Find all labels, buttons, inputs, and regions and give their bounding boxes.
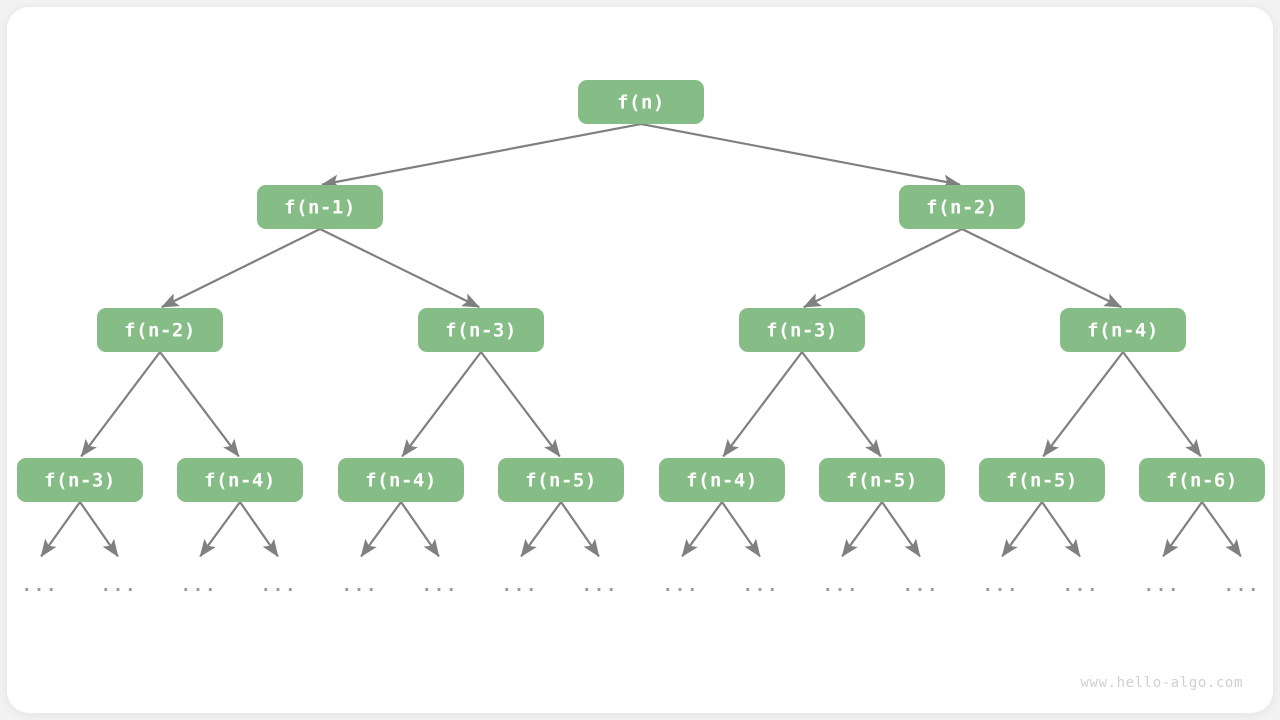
tree-node-box <box>739 308 865 352</box>
tree-edge <box>159 351 240 458</box>
tree-edge <box>640 122 961 189</box>
diagram-canvas: f(n) f(n-1) f(n-2) f(n-2) f(n-3) f(n-3) f(n-4)… <box>7 7 1273 713</box>
ellipsis-label: ... <box>983 576 1020 596</box>
ellipsis-label: ... <box>342 576 379 596</box>
ellipsis-label: ... <box>743 576 780 596</box>
ellipsis-label: ... <box>663 576 700 596</box>
tree-node-box <box>498 458 624 502</box>
watermark: www.hello-algo.com <box>1080 675 1243 691</box>
nodes-layer: f(n) f(n-1) f(n-2) f(n-2) f(n-3) f(n-3) f(n-4)… <box>17 80 1265 502</box>
ellipsis-layer: ........................................… <box>22 576 1261 596</box>
ellipsis-label: ... <box>1224 576 1261 596</box>
tree-node[interactable]: f(n-4) <box>659 458 785 502</box>
tree-edge <box>1042 351 1124 458</box>
tree-node-label: f(n-4) <box>686 470 758 492</box>
tree-node[interactable]: f(n-5) <box>498 458 624 502</box>
tree-node[interactable]: f(n-3) <box>418 308 544 352</box>
tree-node-box <box>97 308 223 352</box>
tree-node-label: f(n-4) <box>204 470 276 492</box>
tree-node[interactable]: f(n-1) <box>257 185 383 229</box>
tree-node-label: f(n-3) <box>44 470 116 492</box>
tree-node-label: f(n-6) <box>1166 470 1238 492</box>
tree-node-label: f(n-4) <box>1087 320 1159 342</box>
tree-node-label: f(n-4) <box>365 470 437 492</box>
tree-edge <box>321 122 642 189</box>
tree-edge <box>722 351 803 458</box>
ellipsis-edge <box>239 501 279 558</box>
tree-node[interactable]: f(n-4) <box>338 458 464 502</box>
tree-edge <box>401 351 482 458</box>
ellipsis-label: ... <box>422 576 459 596</box>
tree-node-box <box>338 458 464 502</box>
tree-node-label: f(n-5) <box>1006 470 1078 492</box>
tree-node-box <box>177 458 303 502</box>
ellipsis-edge <box>1201 501 1242 558</box>
tree-edge <box>961 228 1122 309</box>
tree-node[interactable]: f(n-3) <box>739 308 865 352</box>
tree-node-box <box>418 308 544 352</box>
ellipsis-edge <box>560 501 600 558</box>
ellipsis-edge <box>881 501 921 558</box>
tree-node-label: f(n-2) <box>124 320 196 342</box>
tree-node-label: f(n-2) <box>926 197 998 219</box>
tree-node-box <box>578 80 704 124</box>
tree-node[interactable]: f(n-5) <box>979 458 1105 502</box>
tree-node-box <box>1139 458 1265 502</box>
ellipsis-label: ... <box>261 576 298 596</box>
tree-node-box <box>899 185 1025 229</box>
ellipsis-edge <box>199 501 241 558</box>
ellipsis-label: ... <box>502 576 539 596</box>
ellipsis-edge <box>841 501 883 558</box>
tree-node-label: f(n-1) <box>284 197 356 219</box>
tree-edge <box>1122 351 1202 458</box>
tree-edge <box>480 351 561 458</box>
ellipsis-label: ... <box>181 576 218 596</box>
ellipsis-edge <box>1162 501 1203 558</box>
ellipsis-arrows-layer <box>40 501 1242 558</box>
tree-node[interactable]: f(n-4) <box>1060 308 1186 352</box>
tree-node-box <box>819 458 945 502</box>
edges-layer <box>80 122 1202 458</box>
tree-node-label: f(n-3) <box>766 320 838 342</box>
ellipsis-label: ... <box>22 576 59 596</box>
recursion-tree-svg: f(n) f(n-1) f(n-2) f(n-2) f(n-3) f(n-3) f(n-4)… <box>17 80 1265 596</box>
tree-node-label: f(n) <box>617 92 665 114</box>
tree-edge <box>803 228 963 309</box>
tree-node-box <box>257 185 383 229</box>
ellipsis-edge <box>520 501 562 558</box>
ellipsis-edge <box>360 501 402 558</box>
tree-node[interactable]: f(n-2) <box>97 308 223 352</box>
ellipsis-edge <box>400 501 440 558</box>
tree-node-label: f(n-3) <box>445 320 517 342</box>
tree-edge <box>161 228 321 309</box>
ellipsis-edge <box>40 501 81 558</box>
tree-node-label: f(n-5) <box>846 470 918 492</box>
tree-node[interactable]: f(n-3) <box>17 458 143 502</box>
ellipsis-label: ... <box>101 576 138 596</box>
ellipsis-label: ... <box>903 576 940 596</box>
ellipsis-edge <box>79 501 119 558</box>
tree-node[interactable]: f(n) <box>578 80 704 124</box>
tree-edge <box>801 351 882 458</box>
ellipsis-edge <box>1001 501 1043 558</box>
tree-node-box <box>979 458 1105 502</box>
tree-node-label: f(n-5) <box>525 470 597 492</box>
tree-edge <box>319 228 480 309</box>
ellipsis-label: ... <box>582 576 619 596</box>
ellipsis-label: ... <box>823 576 860 596</box>
tree-node[interactable]: f(n-4) <box>177 458 303 502</box>
tree-node-box <box>1060 308 1186 352</box>
tree-node[interactable]: f(n-5) <box>819 458 945 502</box>
ellipsis-edge <box>681 501 723 558</box>
ellipsis-label: ... <box>1144 576 1181 596</box>
ellipsis-edge <box>721 501 761 558</box>
tree-edge <box>80 351 161 458</box>
tree-node[interactable]: f(n-6) <box>1139 458 1265 502</box>
ellipsis-edge <box>1041 501 1081 558</box>
tree-node-box <box>17 458 143 502</box>
ellipsis-label: ... <box>1063 576 1100 596</box>
tree-node-box <box>659 458 785 502</box>
tree-node[interactable]: f(n-2) <box>899 185 1025 229</box>
